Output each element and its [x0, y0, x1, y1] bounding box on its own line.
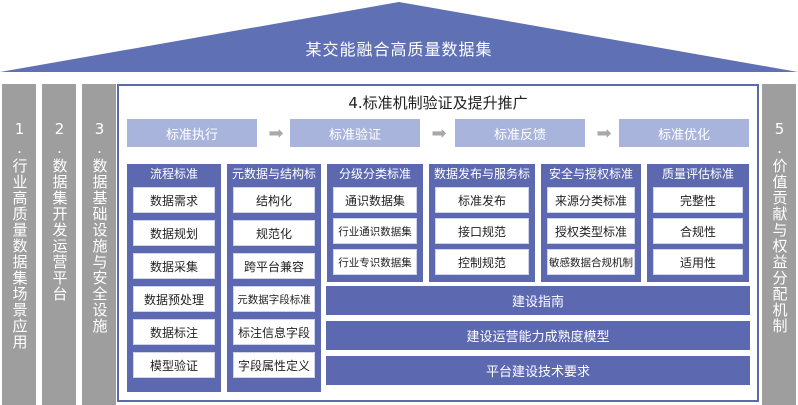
- cell-item: 数据规划: [133, 220, 215, 246]
- frame-title: 4.标准机制验证及提升推广: [348, 94, 528, 112]
- pillar-scene-application: 1.行业高质量数据集场景应用: [2, 84, 36, 405]
- cell-item: 模型验证: [133, 352, 215, 378]
- band-maturity-model: 建设运营能力成熟度模型: [326, 321, 750, 350]
- band-construction-guide: 建设指南: [326, 286, 750, 315]
- cell-item: 来源分类标准: [547, 187, 635, 213]
- roof-banner: [0, 2, 798, 72]
- cell-item: 数据采集: [133, 253, 215, 279]
- column-process-standard: 流程标准 数据需求 数据规划 数据采集 数据预处理 数据标注 模型验证: [127, 164, 221, 392]
- cell-item: 结构化: [233, 187, 315, 213]
- pillar-infrastructure: 3.数据基础设施与安全设施: [82, 84, 116, 405]
- cell-item: 标注信息字段: [233, 319, 315, 345]
- cell-item: 合规性: [653, 218, 743, 244]
- pillar-2-label: 2.数据集开发运营平台: [50, 120, 69, 302]
- cell-item: 行业通识数据集: [333, 218, 417, 244]
- cell-item: 跨平台兼容: [233, 253, 315, 279]
- column-classification-standard: 分级分类标准 通识数据集 行业通识数据集 行业专识数据集: [327, 164, 423, 282]
- column-title: 数据发布与服务标准: [433, 167, 530, 201]
- cell-item: 规范化: [233, 220, 315, 246]
- standards-frame: 4.标准机制验证及提升推广 标准执行 ➡ 标准验证 ➡ 标准反馈 ➡ 标准优化 …: [117, 84, 759, 402]
- cell-item: 数据预处理: [133, 286, 215, 312]
- column-publish-service-standard: 数据发布与服务标准 标准发布 接口规范 控制规范: [429, 164, 535, 282]
- column-title: 流程标准: [149, 167, 198, 181]
- arrow-right-icon: ➡: [596, 122, 612, 144]
- column-quality-standard: 质量评估标准 完整性 合规性 适用性: [647, 164, 749, 282]
- cell-item: 敏感数据合规机制: [547, 249, 635, 275]
- step-optimize: 标准优化: [619, 119, 749, 147]
- cell-item: 完整性: [653, 187, 743, 213]
- step-feedback: 标准反馈: [455, 119, 585, 147]
- cell-item: 授权类型标准: [547, 218, 635, 244]
- column-title: 分级分类标准: [338, 167, 411, 181]
- column-title: 元数据与结构标准: [231, 167, 316, 201]
- column-security-standard: 安全与授权标准 来源分类标准 授权类型标准 敏感数据合规机制: [541, 164, 641, 282]
- cell-item: 通识数据集: [333, 187, 417, 213]
- cell-item: 适用性: [653, 249, 743, 275]
- column-title: 质量评估标准: [661, 167, 734, 181]
- pillar-dev-platform: 2.数据集开发运营平台: [42, 84, 76, 405]
- cell-item: 行业专识数据集: [333, 249, 417, 275]
- column-title: 安全与授权标准: [548, 167, 633, 181]
- step-execute: 标准执行: [127, 119, 257, 147]
- band-platform-requirements: 平台建设技术要求: [326, 356, 750, 385]
- arrow-right-icon: ➡: [268, 122, 284, 144]
- pillar-value-distribution: 5.价值贡献与权益分配机制: [762, 84, 796, 405]
- pillar-5-label: 5.价值贡献与权益分配机制: [770, 120, 789, 334]
- cell-item: 标准发布: [435, 187, 529, 213]
- column-metadata-standard: 元数据与结构标准 结构化 规范化 跨平台兼容 元数据字段标准 标注信息字段 字段…: [227, 164, 321, 392]
- pillar-1-label: 1.行业高质量数据集场景应用: [10, 120, 29, 350]
- cell-item: 字段属性定义: [233, 352, 315, 378]
- arrow-right-icon: ➡: [431, 122, 447, 144]
- cell-item: 元数据字段标准: [233, 286, 315, 312]
- cell-item: 接口规范: [435, 218, 529, 244]
- cell-item: 控制规范: [435, 249, 529, 275]
- roof-title: 某交能融合高质量数据集: [305, 40, 493, 59]
- cell-item: 数据标注: [133, 319, 215, 345]
- step-verify: 标准验证: [290, 119, 420, 147]
- pillar-3-label: 3.数据基础设施与安全设施: [90, 120, 109, 334]
- cell-item: 数据需求: [133, 187, 215, 213]
